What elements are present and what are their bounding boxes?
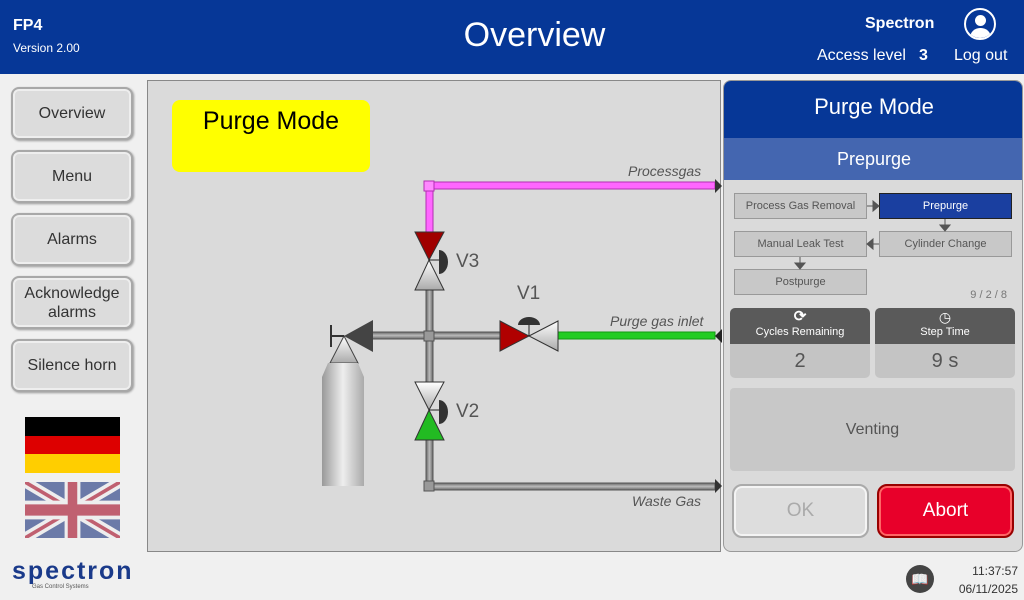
version: Version 2.00: [13, 41, 80, 55]
valve-v1-icon: [499, 317, 559, 352]
processgas-arrow-icon: [715, 179, 722, 193]
step-time-card: ◷Step Time 9 s: [875, 308, 1015, 378]
processgas-pipe: [423, 180, 716, 235]
purge-inlet-arrow-icon: [715, 329, 722, 343]
page-title: Overview: [463, 16, 606, 54]
step-cylinder-change: Cylinder Change: [879, 231, 1012, 257]
step-counter: 9 / 2 / 8: [970, 289, 1007, 301]
panel-title: Purge Mode: [724, 81, 1022, 138]
v2-label: V2: [456, 401, 480, 422]
purge-panel: Purge Mode Prepurge Process Gas Removal …: [723, 80, 1023, 552]
german-flag-button[interactable]: [25, 417, 120, 473]
panel-subtitle: Prepurge: [724, 138, 1022, 180]
logout-button[interactable]: Log out: [954, 47, 1008, 64]
user-icon[interactable]: [964, 8, 996, 40]
refresh-icon: ⟳: [793, 308, 807, 325]
step-arrows: [793, 199, 952, 270]
mode-badge: Purge Mode: [172, 100, 370, 172]
nav-alarms-button[interactable]: Alarms: [11, 213, 133, 266]
waste-arrow-icon: [715, 479, 722, 493]
v1-label: V1: [517, 283, 541, 304]
clock-icon: ◷: [938, 309, 952, 325]
step-manual-leak-test: Manual Leak Test: [734, 231, 867, 257]
clock-date: 06/11/2025: [958, 582, 1018, 596]
ok-button[interactable]: OK: [732, 484, 869, 538]
clock-time: 11:37:57: [972, 564, 1018, 578]
nav-menu-button[interactable]: Menu: [11, 150, 133, 203]
footer: spectron Gas Control Systems 📖 11:37:57 …: [0, 552, 1024, 600]
cylinder-valve-icon: [329, 320, 373, 364]
step-time-label: Step Time: [920, 326, 970, 338]
gas-cylinder-icon: [322, 363, 364, 486]
acknowledge-alarms-button[interactable]: Acknowledge alarms: [11, 276, 133, 329]
logo-subtitle: Gas Control Systems: [32, 584, 89, 590]
v3-label: V3: [456, 251, 480, 272]
purge-gas-pipe: [557, 331, 716, 340]
cycles-value: 2: [794, 350, 806, 372]
access-level-value: 3: [919, 47, 928, 64]
valve-v3-icon: [414, 231, 448, 291]
step-time-value: 9 s: [931, 350, 959, 372]
nav-overview-button[interactable]: Overview: [11, 87, 133, 140]
cycles-remaining-card: ⟳Cycles Remaining 2: [730, 308, 870, 378]
spectron-logo: spectron: [12, 557, 134, 585]
silence-horn-button[interactable]: Silence horn: [11, 339, 133, 392]
step-postpurge: Postpurge: [734, 269, 867, 295]
process-diagram: Purge Mode: [147, 80, 721, 552]
waste-gas-label: Waste Gas: [632, 493, 701, 509]
access-level-label: Access level: [817, 47, 906, 64]
header: FP4 Version 2.00 Overview Spectron Acces…: [0, 0, 1024, 74]
purge-inlet-label: Purge gas inlet: [610, 313, 704, 329]
uk-flag-button[interactable]: [25, 482, 120, 538]
valve-v2-icon: [414, 381, 448, 441]
cycles-label: Cycles Remaining: [755, 326, 845, 338]
user-name: Spectron: [865, 15, 935, 32]
device-name: FP4: [13, 17, 43, 34]
step-process-gas-removal: Process Gas Removal: [734, 193, 867, 219]
status-display: Venting: [730, 388, 1015, 471]
manual-book-icon[interactable]: 📖: [906, 565, 934, 593]
abort-button[interactable]: Abort: [877, 484, 1014, 538]
step-prepurge: Prepurge: [879, 193, 1012, 219]
processgas-label: Processgas: [628, 163, 702, 179]
